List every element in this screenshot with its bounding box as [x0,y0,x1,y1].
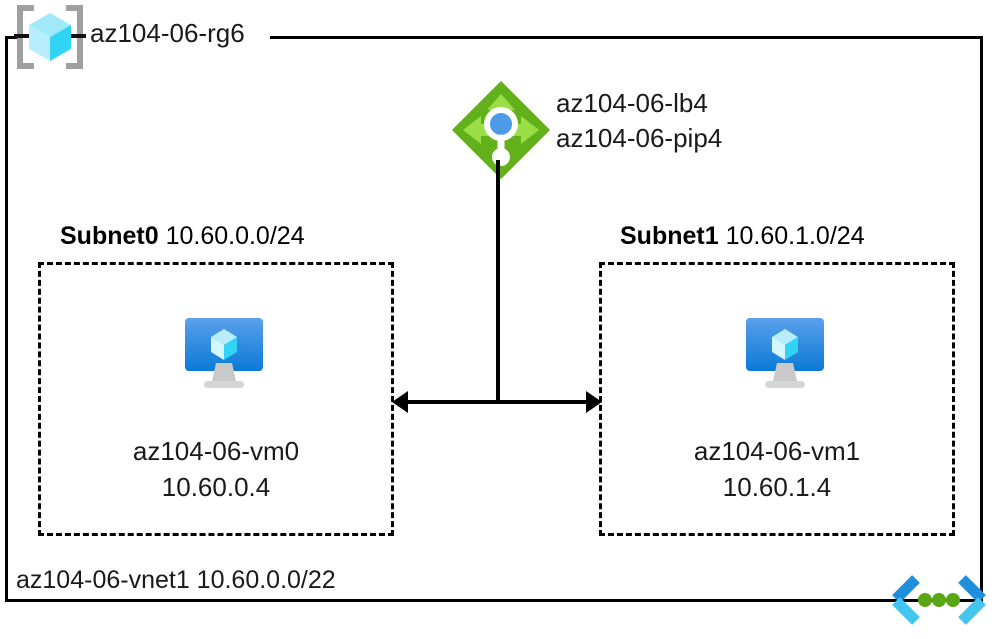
virtual-machine-icon [739,315,831,393]
vm1-ip: 10.60.1.4 [722,471,832,502]
load-balancer-connector-line [496,160,500,404]
vm1-labels: az104-06-vm1 10.60.1.4 [599,434,955,506]
load-balancer-labels: az104-06-lb4 az104-06-pip4 [556,86,722,157]
resource-group-border-right [980,36,983,602]
resource-group-border-left [5,36,8,602]
resource-group-label: az104-06-rg6 [90,18,245,48]
load-balancer-icon [449,78,553,182]
resource-group-border-top-right [270,36,983,39]
virtual-network-icon [890,573,988,629]
subnet1-name: Subnet1 [620,222,726,250]
arrow-head-left-icon [392,391,408,413]
resource-group-border-top-left [5,36,17,39]
vm0-name: az104-06-vm0 [132,436,300,466]
public-ip-name: az104-06-pip4 [556,123,723,154]
arrow-head-right-icon [586,391,602,413]
subnet0-title: Subnet0 10.60.0.0/24 [60,222,305,251]
vnet-label: az104-06-vnet1 10.60.0.0/22 [16,566,336,594]
subnet1-title: Subnet1 10.60.1.0/24 [620,222,865,251]
virtual-machine-icon [178,315,270,393]
double-headed-arrow-icon [399,400,595,404]
subnet0-name: Subnet0 [60,222,166,250]
resource-group-cube-icon [14,4,86,70]
subnet0-cidr: 10.60.0.0/24 [165,222,305,250]
subnet1-cidr: 10.60.1.0/24 [725,222,865,250]
vm1-name: az104-06-vm1 [693,436,861,466]
load-balancer-name: az104-06-lb4 [556,88,708,118]
vm0-labels: az104-06-vm0 10.60.0.4 [38,434,394,506]
vm0-ip: 10.60.0.4 [161,471,271,502]
resource-group-border-bottom [5,599,983,602]
